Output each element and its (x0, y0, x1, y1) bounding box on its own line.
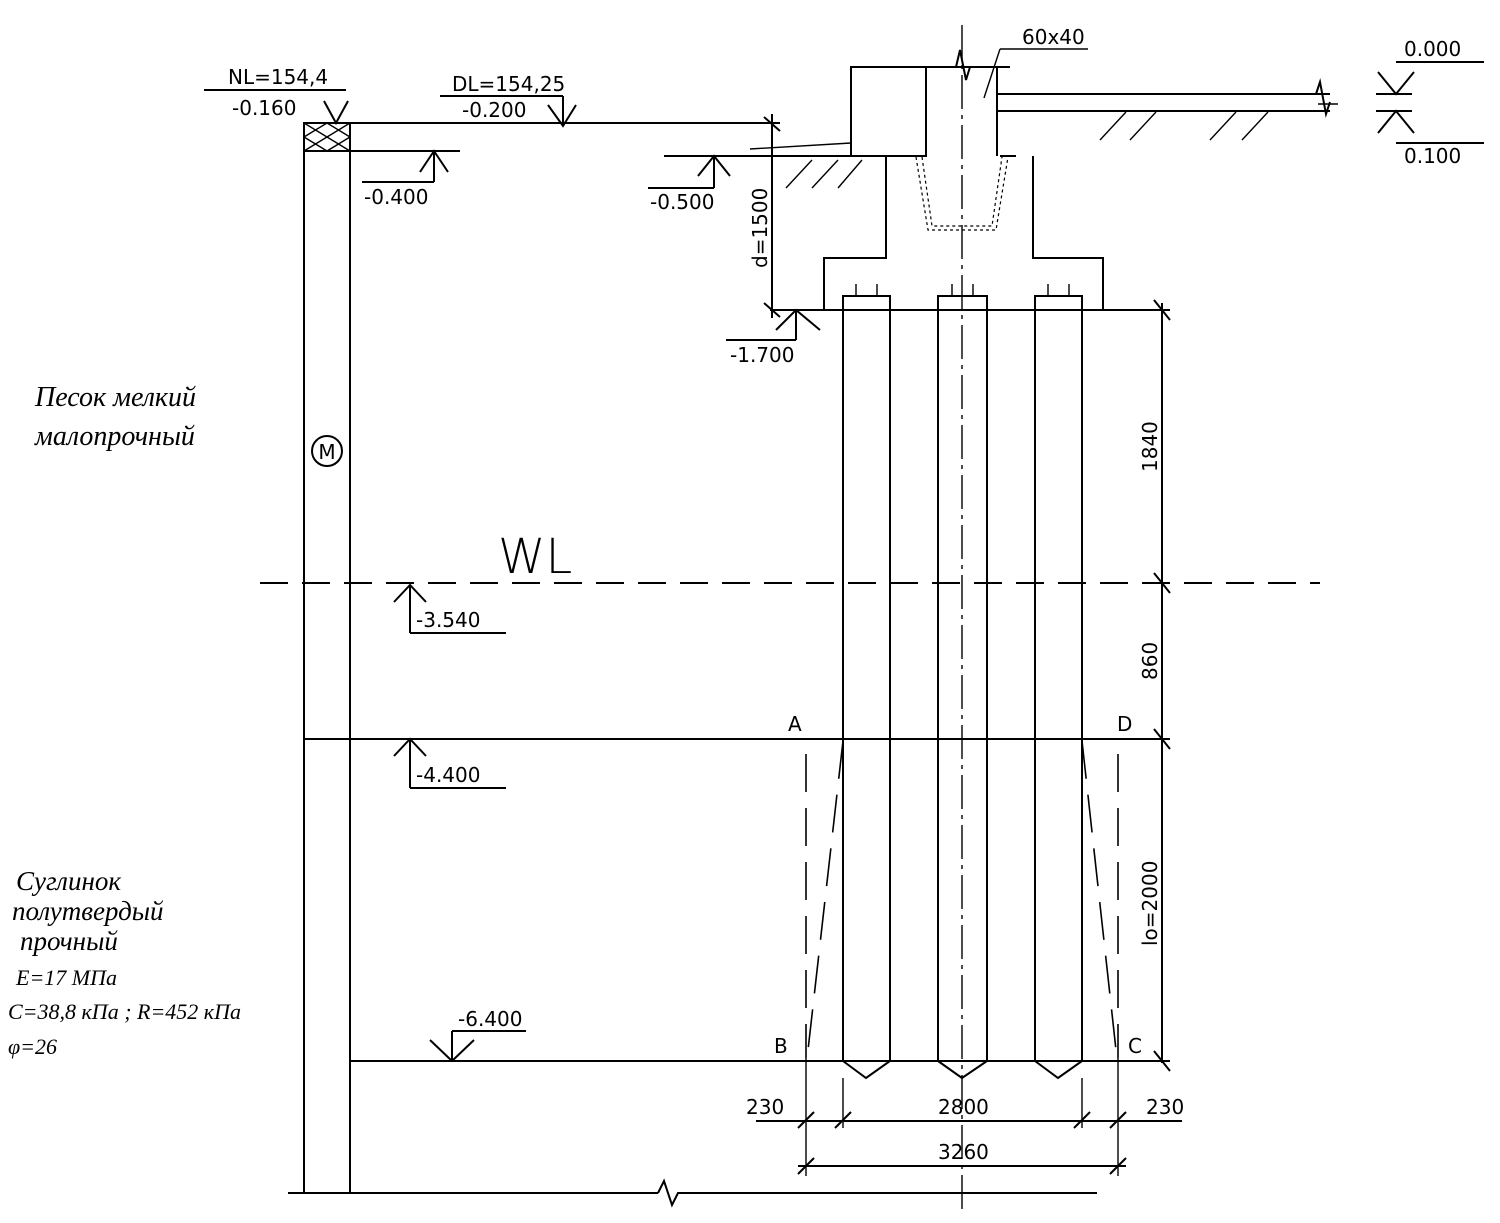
dim-1840: 1840 (1138, 421, 1162, 472)
svg-text:-4.400: -4.400 (416, 763, 480, 787)
svg-text:WL: WL (498, 529, 572, 585)
right-dimension-chain: 1840 860 lo=2000 (1103, 299, 1171, 1072)
level-dl: DL=154,25 -0.200 (440, 72, 577, 128)
svg-text:-0.200: -0.200 (462, 98, 526, 122)
level-0500: -0.500 (648, 154, 780, 214)
soil-bottom-description: Суглинок полутвердый прочный E=17 МПа C=… (8, 866, 241, 1059)
level-1700: -1.700 (726, 308, 821, 367)
svg-text:полутвердый: полутвердый (12, 896, 164, 926)
svg-text:C=38,8 кПа ; R=452 кПа: C=38,8 кПа ; R=452 кПа (8, 999, 241, 1024)
svg-text:-0.500: -0.500 (650, 190, 714, 214)
water-level-label: WL (498, 529, 572, 585)
svg-text:малопрочный: малопрочный (34, 421, 195, 452)
column-label: 60x40 (983, 25, 1088, 99)
loam-layer-strip (303, 738, 351, 1194)
soil-top-description: Песок мелкий малопрочный (34, 382, 196, 452)
svg-text:прочный: прочный (20, 926, 118, 956)
svg-text:3260: 3260 (938, 1140, 989, 1164)
column-base (749, 49, 1338, 157)
bottom-dimensions: 230 2800 230 3260 (746, 1058, 1184, 1176)
level-0400: -0.400 (350, 149, 460, 209)
svg-text:-6.400: -6.400 (458, 1007, 522, 1031)
sample-marker (311, 435, 343, 467)
point-c: C (1128, 1034, 1142, 1058)
borehole-column: М (303, 122, 351, 1194)
level-6400: -6.400 (429, 1007, 526, 1063)
conditional-foundation (805, 740, 1119, 1060)
svg-text:60x40: 60x40 (1022, 25, 1085, 49)
svg-text:-1.700: -1.700 (730, 343, 794, 367)
pile-right (1034, 284, 1083, 1080)
svg-text:-0.400: -0.400 (364, 185, 428, 209)
svg-text:Суглинок: Суглинок (16, 866, 121, 896)
sample-marker-label: М (318, 440, 335, 464)
svg-text:0.000: 0.000 (1404, 37, 1461, 61)
socket-outline (915, 156, 1009, 231)
level-4400: -4.400 (393, 737, 506, 789)
pile-left (842, 284, 891, 1080)
svg-text:NL=154,4: NL=154,4 (228, 65, 328, 89)
dim-lo: lo=2000 (1138, 861, 1162, 946)
point-a: A (788, 712, 802, 736)
svg-text:0.100: 0.100 (1404, 144, 1461, 168)
svg-text:d=1500: d=1500 (748, 188, 772, 268)
svg-text:DL=154,25: DL=154,25 (452, 72, 565, 96)
svg-text:2800: 2800 (938, 1095, 989, 1119)
svg-text:-0.160: -0.160 (232, 96, 296, 120)
level-nl: NL=154,4 -0.160 (204, 65, 349, 126)
point-b: B (774, 1034, 788, 1058)
ground-hatch (780, 111, 1269, 189)
level-3540: -3.540 (393, 583, 506, 634)
pile-cap (823, 156, 1104, 311)
svg-text:E=17 МПа: E=17 МПа (15, 965, 117, 990)
svg-text:230: 230 (746, 1095, 784, 1119)
depth-dimension: d=1500 (748, 114, 781, 318)
floor-level-marker: 0.000 0.100 (1376, 37, 1484, 168)
point-d: D (1117, 712, 1132, 736)
svg-text:Песок мелкий: Песок мелкий (34, 382, 196, 413)
svg-text:230: 230 (1146, 1095, 1184, 1119)
svg-text:φ=26: φ=26 (8, 1034, 57, 1059)
dim-860: 860 (1138, 642, 1162, 680)
svg-text:-3.540: -3.540 (416, 608, 480, 632)
